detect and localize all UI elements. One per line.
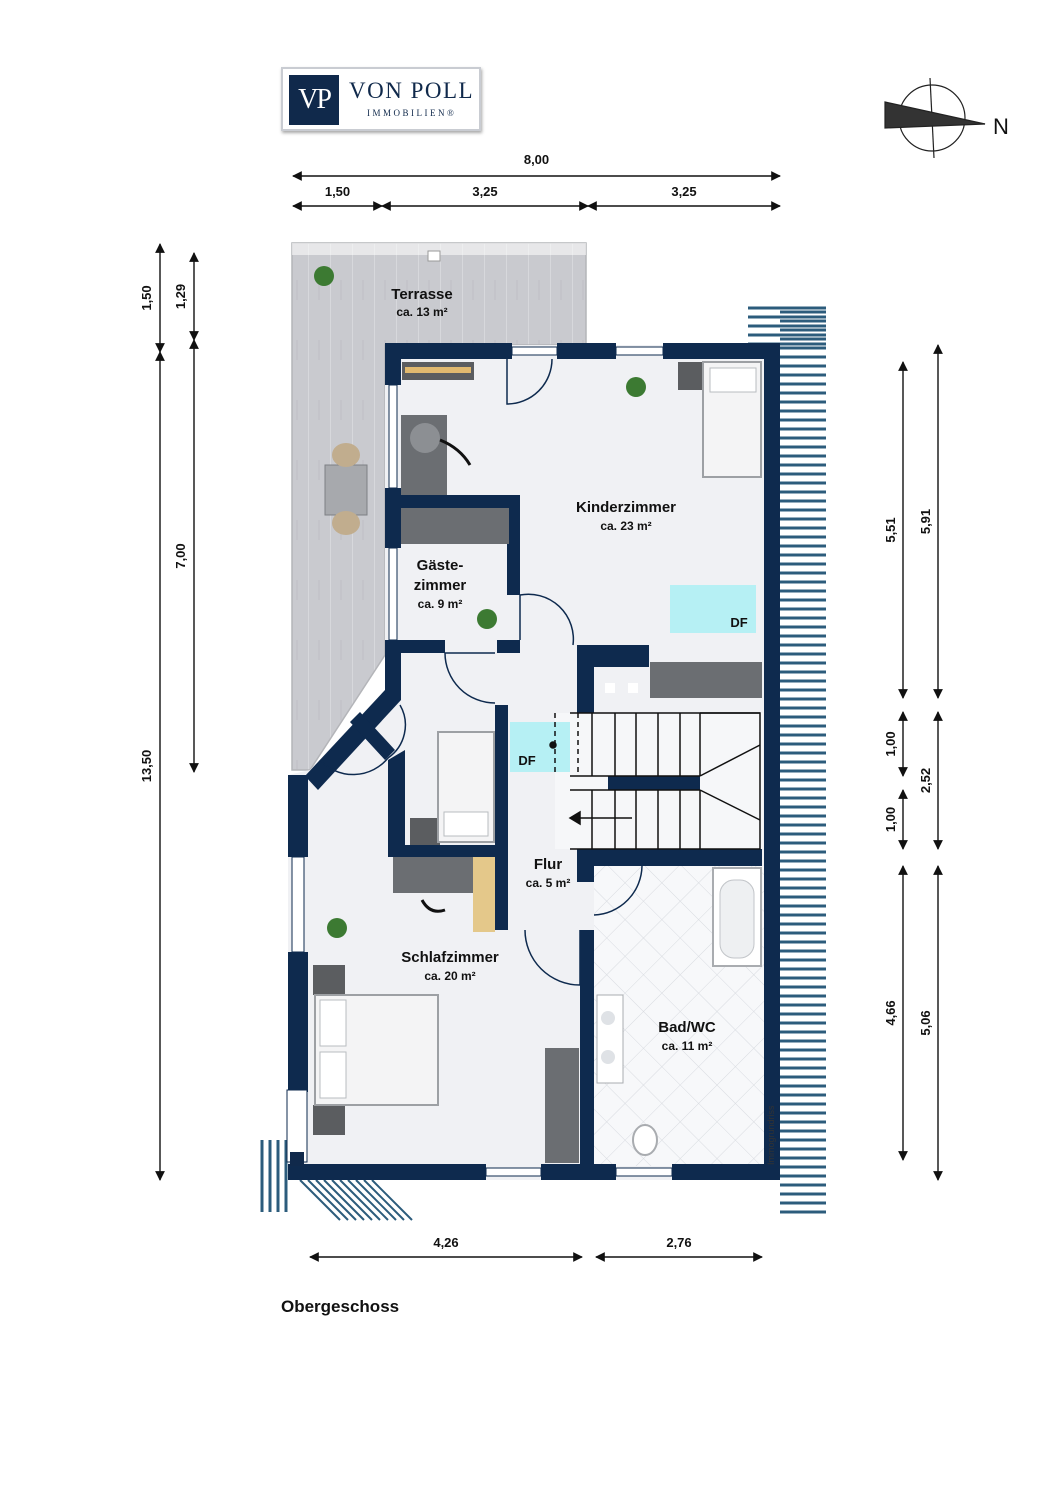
logo-name: VON POLL <box>349 78 475 103</box>
doors <box>319 358 643 986</box>
north-label: N <box>993 114 1009 139</box>
dimension-label-right_4: 2,52 <box>918 768 933 793</box>
gaestezimmer-area: ca. 9 m² <box>418 597 463 611</box>
dimension-label-left_3: 7,00 <box>173 543 188 568</box>
schlafzimmer-area: ca. 20 m² <box>424 969 475 983</box>
dimension-label-bottom_2: 2,76 <box>666 1235 691 1250</box>
dimension-label-right_5: 1,00 <box>883 807 898 832</box>
dimension-label-left_2: 1,29 <box>173 284 188 309</box>
compass-icon <box>884 77 986 159</box>
windows <box>291 346 673 1177</box>
roof-line <box>339 1179 381 1221</box>
dimension-label-right_6: 4,66 <box>883 1000 898 1025</box>
plant-icons <box>314 266 646 938</box>
terrace-area: ca. 13 m² <box>396 305 447 319</box>
furniture <box>313 361 762 1163</box>
skylight-label-kinder: DF <box>730 615 747 630</box>
dimension-label-top_total: 8,00 <box>524 152 549 167</box>
roof-line <box>371 1179 413 1221</box>
terrace-name: Terrasse <box>391 286 452 303</box>
logo-mark: VP <box>289 75 339 125</box>
dimension-label-right_7: 5,06 <box>918 1010 933 1035</box>
roof-line <box>315 1179 357 1221</box>
kinderzimmer-name: Kinderzimmer <box>576 499 676 516</box>
brand-logo: VP VON POLL IMMOBILIEN® <box>281 67 481 131</box>
flur-name: Flur <box>534 856 562 873</box>
gaestezimmer-name-2: zimmer <box>414 577 467 594</box>
kinderzimmer-area: ca. 23 m² <box>600 519 651 533</box>
logo-subtitle: IMMOBILIEN® <box>367 108 457 118</box>
dimension-label-right_3: 1,00 <box>883 731 898 756</box>
dimension-label-left_1: 1,50 <box>139 285 154 310</box>
dimension-label-top_3: 3,25 <box>671 184 696 199</box>
dimension-label-right_1: 5,51 <box>883 517 898 542</box>
bad-area: ca. 11 m² <box>662 1039 713 1053</box>
dimension-label-right_2: 5,91 <box>918 509 933 534</box>
floor-caption: Obergeschoss <box>281 1297 400 1316</box>
roof-line <box>299 1179 341 1221</box>
stair-steps <box>549 712 761 850</box>
roof-line <box>323 1179 365 1221</box>
walls <box>288 343 780 1180</box>
room-labels: Terrasse ca. 13 m² Kinderzimmer ca. 23 m… <box>391 286 747 1053</box>
gaestezimmer-name-1: Gäste- <box>417 557 464 574</box>
small-logo <box>286 1089 308 1166</box>
roof-line <box>331 1179 373 1221</box>
skylight-label-flur: DF <box>518 753 535 768</box>
dimension-lines: 8,00 1,50 3,25 3,25 1,50 1,29 7,00 13,50 5,51 5,9… <box>139 152 943 1262</box>
dimension-label-left_total: 13,50 <box>139 750 154 783</box>
bad-name: Bad/WC <box>658 1019 716 1036</box>
watermark: Immogrundriss <box>766 1105 776 1165</box>
dimension-label-top_2: 3,25 <box>472 184 497 199</box>
roof-line <box>307 1179 349 1221</box>
roof-line <box>347 1179 389 1221</box>
dimension-label-bottom_1: 4,26 <box>433 1235 458 1250</box>
dimension-label-top_1: 1,50 <box>325 184 350 199</box>
roof-line <box>363 1179 405 1221</box>
schlafzimmer-name: Schlafzimmer <box>401 949 499 966</box>
roof-line <box>355 1179 397 1221</box>
flur-area: ca. 5 m² <box>526 876 571 890</box>
